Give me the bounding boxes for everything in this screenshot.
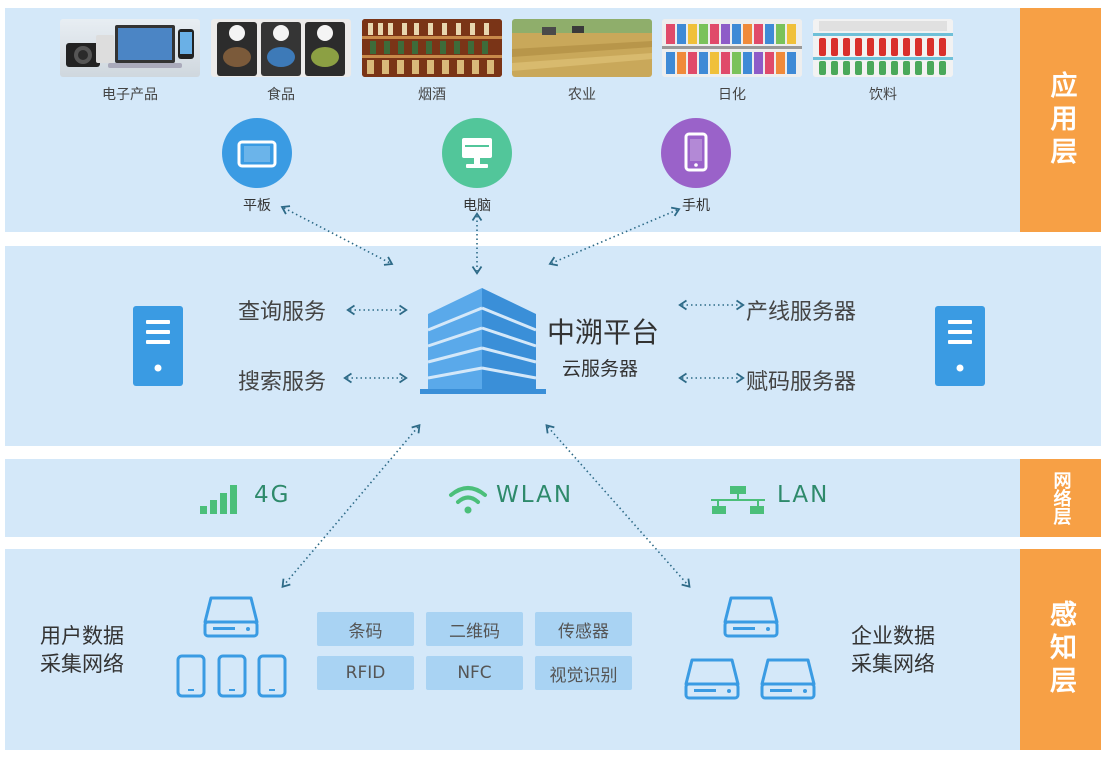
device-label-computer: 电脑 [463, 198, 491, 214]
user-collection-label: 用户数据 采集网络 [40, 622, 124, 678]
enterprise-drive-icon-3 [760, 658, 816, 704]
wifi-icon [448, 484, 488, 520]
industry-label-agriculture: 农业 [568, 87, 596, 103]
phone-icon [661, 118, 731, 188]
lan-network-icon [711, 486, 765, 518]
query-service-label: 查询服务 [238, 300, 327, 325]
user-collection-line1: 用户数据 [40, 624, 124, 648]
tech-chip-vision: 视觉识别 [535, 656, 632, 690]
industry-label-liquor: 烟酒 [418, 87, 446, 103]
tablet-icon [222, 118, 292, 188]
tech-chip-nfc: NFC [426, 656, 523, 690]
enterprise-collection-line2: 采集网络 [851, 652, 935, 676]
platform-layer-band [5, 246, 1101, 446]
industry-label-beverage: 饮料 [869, 87, 897, 103]
tech-chip-barcode: 条码 [317, 612, 414, 646]
industry-label-electronics: 电子产品 [102, 87, 158, 103]
daily-chemicals-shelf-photo [662, 19, 802, 77]
beverage-shelf-photo [813, 19, 953, 77]
application-layer-label: 应用层 [1020, 8, 1101, 232]
electronics-photo [60, 19, 200, 77]
left-server-icon [133, 306, 183, 390]
cloud-building-icon [418, 284, 548, 400]
user-phone-icon-3 [257, 654, 287, 702]
right-server-icon [935, 306, 985, 390]
device-label-phone: 手机 [682, 198, 710, 214]
industry-label-food: 食品 [267, 87, 295, 103]
application-layer-text: 应用层 [1045, 70, 1077, 170]
enterprise-drive-icon-2 [684, 658, 740, 704]
platform-name: 中溯平台 [547, 316, 660, 349]
tech-chip-rfid: RFID [317, 656, 414, 690]
snack-bags-photo [211, 19, 351, 77]
device-label-tablet: 平板 [243, 198, 271, 214]
network-layer-text: 网络层 [1050, 471, 1072, 525]
user-phone-icon-1 [176, 654, 206, 702]
tech-chip-qrcode: 二维码 [426, 612, 523, 646]
production-server-label: 产线服务器 [746, 300, 857, 325]
user-drive-icon [203, 596, 259, 642]
perception-layer-text: 感知层 [1045, 600, 1076, 699]
enterprise-collection-label: 企业数据 采集网络 [851, 622, 935, 678]
industry-label-daily-chemicals: 日化 [718, 87, 746, 103]
farmland-photo [512, 19, 652, 77]
perception-layer-label: 感知层 [1020, 549, 1101, 750]
user-collection-line2: 采集网络 [40, 652, 124, 676]
enterprise-collection-line1: 企业数据 [851, 624, 935, 648]
tech-chip-sensor: 传感器 [535, 612, 632, 646]
signal-bars-icon [200, 484, 242, 518]
network-wlan-label: WLAN [496, 482, 574, 508]
user-phone-icon-2 [217, 654, 247, 702]
network-4g-label: 4G [254, 482, 291, 508]
perception-layer-band [5, 549, 1101, 750]
coding-server-label: 赋码服务器 [746, 370, 857, 395]
liquor-shelf-photo [362, 19, 502, 77]
computer-icon [442, 118, 512, 188]
platform-subtitle: 云服务器 [562, 358, 639, 380]
network-layer-label: 网络层 [1020, 459, 1101, 537]
enterprise-drive-icon-1 [723, 596, 779, 642]
search-service-label: 搜索服务 [238, 370, 327, 395]
network-lan-label: LAN [777, 482, 830, 508]
